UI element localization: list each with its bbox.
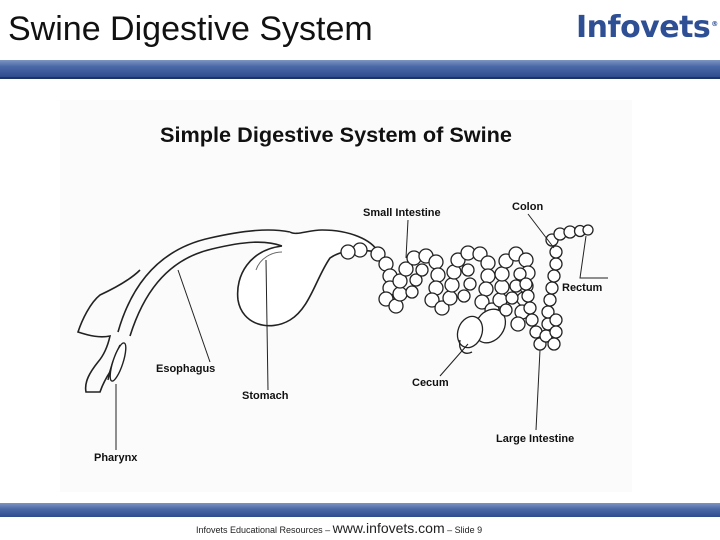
slide-footer: Infovets Educational Resources – www.inf…	[0, 517, 720, 540]
stomach-fold	[255, 251, 283, 271]
registered-mark: ®	[711, 20, 718, 28]
label-stomach: Stomach	[242, 390, 289, 402]
header-band	[0, 60, 720, 77]
esophagus-inner	[129, 241, 283, 337]
header-band-line	[0, 77, 720, 79]
slide-title: Swine Digestive System	[8, 10, 373, 48]
footer-slide-number: – Slide 9	[447, 525, 483, 535]
large-intestine-coils	[499, 233, 563, 351]
footer-prefix: Infovets Educational Resources –	[196, 525, 331, 535]
label-small-intestine: Small Intestine	[363, 207, 441, 219]
digestive-system-figure: Simple Digestive System of Swine	[60, 100, 632, 492]
infovets-logo: Infovets®	[576, 10, 718, 50]
label-esophagus: Esophagus	[156, 363, 215, 375]
snout-outline	[76, 269, 141, 393]
label-rectum: Rectum	[562, 282, 603, 294]
leader-lines	[115, 213, 608, 450]
label-pharynx: Pharynx	[94, 452, 138, 464]
footer-text: Infovets Educational Resources – www.inf…	[196, 520, 482, 536]
label-colon: Colon	[512, 201, 543, 213]
pharynx-shape	[109, 342, 127, 382]
label-cecum: Cecum	[412, 377, 449, 389]
figure-title: Simple Digestive System of Swine	[160, 124, 512, 147]
label-large-intestine: Large Intestine	[496, 433, 574, 445]
digestive-diagram: Simple Digestive System of Swine	[76, 124, 608, 464]
rectum	[553, 224, 594, 241]
cecum	[456, 308, 507, 354]
esophagus-outer	[117, 229, 291, 333]
small-intestine-coils	[340, 242, 536, 332]
footer-url: www.infovets.com	[332, 520, 445, 536]
slide-header: Swine Digestive System Infovets®	[0, 0, 720, 60]
logo-text: Infovets	[576, 10, 711, 45]
footer-band	[0, 503, 720, 517]
